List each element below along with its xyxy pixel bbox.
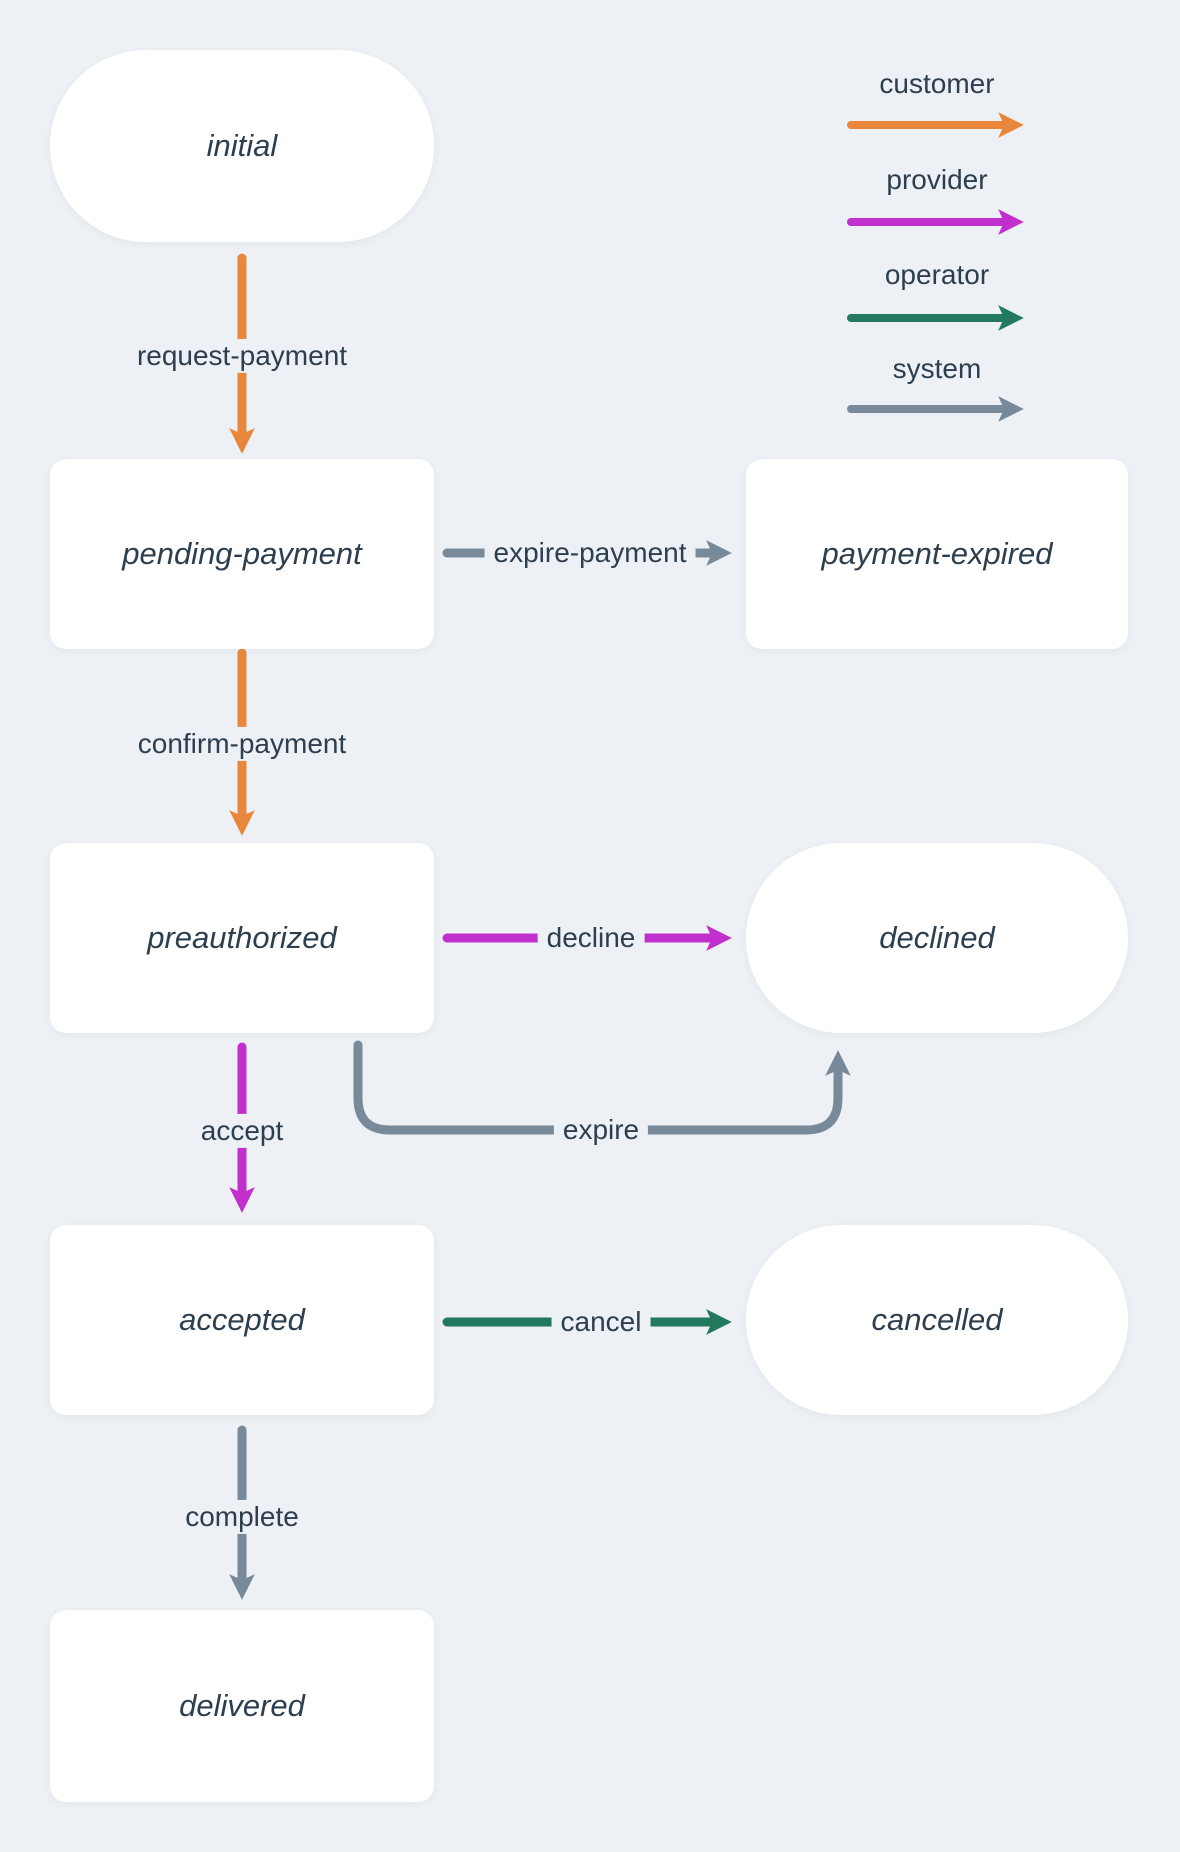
state-label-cancelled: cancelled bbox=[871, 1302, 1003, 1337]
edge-label-accept: accept bbox=[191, 1113, 293, 1149]
state-node-declined: declined bbox=[746, 843, 1128, 1033]
legend-label-provider: provider bbox=[886, 164, 988, 195]
state-node-initial: initial bbox=[50, 50, 434, 242]
state-label-declined: declined bbox=[879, 920, 995, 955]
edge-label-expire: expire bbox=[553, 1112, 649, 1148]
edge-label-request-payment: request-payment bbox=[127, 338, 357, 374]
state-label-accepted: accepted bbox=[179, 1302, 305, 1337]
edge-label-confirm-payment: confirm-payment bbox=[128, 726, 356, 762]
state-node-accepted: accepted bbox=[50, 1225, 434, 1415]
edge-label-complete: complete bbox=[176, 1499, 308, 1535]
state-node-preauthorized: preauthorized bbox=[50, 843, 434, 1033]
state-node-delivered: delivered bbox=[50, 1610, 434, 1802]
edge-label-decline: decline bbox=[537, 920, 645, 956]
legend-label-operator: operator bbox=[884, 259, 990, 290]
legend-label-customer: customer bbox=[879, 68, 995, 99]
edge-label-cancel: cancel bbox=[551, 1304, 651, 1340]
state-label-initial: initial bbox=[206, 128, 278, 163]
state-label-preauthorized: preauthorized bbox=[147, 920, 337, 955]
edge-label-expire-payment: expire-payment bbox=[484, 535, 696, 571]
state-label-payment-expired: payment-expired bbox=[821, 536, 1053, 571]
state-node-cancelled: cancelled bbox=[746, 1225, 1128, 1415]
state-label-delivered: delivered bbox=[179, 1688, 305, 1723]
legend-label-system: system bbox=[892, 353, 982, 384]
state-node-pending-payment: pending-payment bbox=[50, 459, 434, 649]
state-node-payment-expired: payment-expired bbox=[746, 459, 1128, 649]
state-label-pending-payment: pending-payment bbox=[122, 536, 362, 571]
